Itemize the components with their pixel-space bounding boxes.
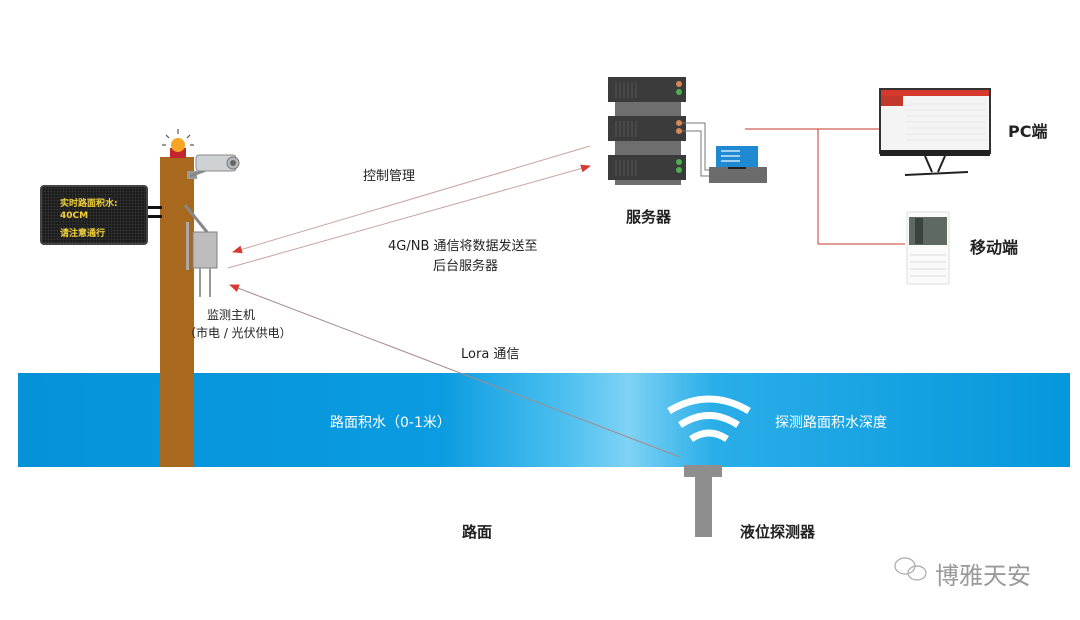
warning-light-icon [162, 129, 194, 158]
wechat-icon [894, 557, 927, 581]
control-arrow [232, 145, 591, 254]
pc-monitor-icon [879, 88, 991, 176]
led-display: 实时路面积水: 40CM 请注意通行 [40, 185, 148, 245]
terminal-icon [709, 146, 767, 183]
network-lines [745, 128, 905, 245]
server-label: 服务器 [626, 208, 672, 226]
power-note-label: （市电 / 光伏供电） [184, 326, 292, 340]
pc-client-label: PC端 [1008, 122, 1048, 141]
road-label: 路面 [462, 523, 493, 541]
lora-label: Lora 通信 [461, 347, 520, 362]
water-range-label: 路面积水（0-1米） [330, 415, 451, 431]
server-rack-icon [608, 77, 712, 185]
control-label: 控制管理 [363, 169, 416, 184]
led-mount [146, 206, 162, 209]
mobile-phone-icon [906, 211, 950, 285]
led-line-1: 实时路面积水: [60, 199, 118, 209]
wifi-signal-icon [667, 395, 751, 443]
monitor-host-icon [183, 204, 218, 297]
mobile-client-label: 移动端 [970, 238, 1019, 257]
level-sensor-icon [684, 465, 722, 537]
lora-arrow [229, 284, 681, 458]
water-detect-label: 探测路面积水深度 [775, 415, 887, 431]
uplink-label-2: 后台服务器 [433, 259, 499, 274]
camera-icon [187, 154, 240, 179]
uplink-label-1: 4G/NB 通信将数据发送至 [388, 239, 538, 254]
sensor-label: 液位探测器 [740, 523, 816, 541]
led-line-2: 40CM [60, 211, 89, 221]
led-line-3: 请注意通行 [60, 229, 106, 239]
uplink-arrow [227, 164, 591, 269]
monitor-host-label: 监测主机 [207, 308, 256, 322]
watermark: 博雅天安 [935, 562, 1031, 590]
led-mount [146, 215, 162, 218]
